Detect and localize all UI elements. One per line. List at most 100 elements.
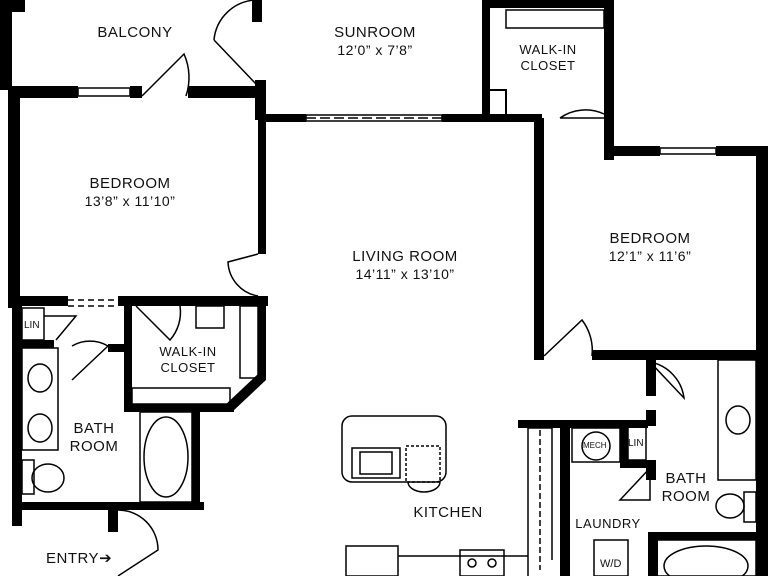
wall: [482, 0, 490, 122]
kitchen-island: [341, 415, 447, 483]
wall: [646, 460, 656, 480]
wall: [534, 350, 544, 360]
wall: [12, 340, 54, 348]
stove-icon: [459, 549, 505, 576]
wall: [192, 406, 200, 510]
room-name: BALCONY: [97, 24, 173, 41]
wall: [130, 86, 142, 98]
window: [77, 87, 131, 97]
label-entry: ENTRY➔: [46, 550, 122, 568]
wall: [0, 0, 12, 90]
entry-door-swing: [117, 509, 159, 576]
wall: [108, 344, 130, 352]
bathtub: [139, 411, 193, 503]
shelf: [485, 89, 507, 117]
room-name: BATH: [665, 470, 707, 487]
wall: [604, 146, 660, 156]
wall: [8, 296, 68, 306]
vanity: [21, 347, 59, 451]
room-dims: 13’8” x 11’10”: [84, 193, 176, 209]
wall: [620, 424, 628, 468]
room-name: CLOSET: [160, 359, 216, 375]
toilet-icon: [715, 493, 745, 519]
wall: [592, 350, 762, 360]
linen-closet: [21, 307, 45, 341]
wall: [646, 356, 656, 396]
room-name: BATH: [73, 420, 115, 437]
fixtures: [21, 0, 757, 576]
wall: [8, 90, 20, 308]
wall: [108, 508, 118, 532]
room-name: SUNROOM: [334, 24, 416, 41]
room-name: BEDROOM: [89, 175, 171, 192]
wall: [716, 146, 768, 156]
room-name: CLOSET: [520, 57, 576, 73]
room-label-walkin-closet-mid: WALK-IN CLOSET: [146, 344, 230, 375]
wall: [648, 532, 658, 576]
sink-icon: [351, 447, 401, 479]
sink-icon: [27, 413, 53, 443]
water-heater-icon: [581, 431, 611, 461]
wall: [756, 146, 768, 576]
room-label-sunroom: SUNROOM 12’0” x 7’8”: [310, 24, 440, 59]
room-name: LIVING ROOM: [352, 248, 458, 265]
door-swing: [618, 466, 651, 501]
wall: [0, 0, 25, 12]
wall: [188, 86, 266, 98]
room-label-bath-left: BATH ROOM: [62, 420, 126, 456]
wall: [258, 116, 266, 254]
room-name: ROOM: [69, 438, 119, 455]
room-name: BEDROOM: [609, 230, 691, 247]
wall: [12, 502, 204, 510]
label-lin-right: LIN: [628, 438, 644, 449]
closet-shelf: [505, 9, 605, 29]
wall: [224, 374, 266, 412]
label-lin-left: LIN: [24, 320, 40, 331]
sink-basin: [359, 451, 393, 475]
room-name: WALK-IN: [159, 344, 217, 359]
room-dims: 12’0” x 7’8”: [337, 42, 413, 58]
wall: [12, 306, 22, 526]
door-swing: [649, 361, 686, 401]
dishwasher: [405, 445, 441, 483]
door-swing: [559, 109, 605, 119]
door-swing: [135, 305, 182, 342]
room-name: KITCHEN: [413, 504, 483, 521]
bathtub: [655, 539, 757, 576]
toilet-icon: [31, 463, 65, 493]
label-mech: MECH: [583, 441, 607, 450]
room-label-bedroom-right: BEDROOM 12’1” x 11’6”: [580, 230, 720, 265]
wall: [560, 420, 570, 576]
room-label-kitchen: KITCHEN: [400, 504, 496, 522]
room-name: LAUNDRY: [575, 516, 641, 531]
door-swing: [213, 0, 257, 85]
wall: [518, 420, 648, 428]
room-dims: 14’11” x 13’10”: [355, 266, 455, 282]
closet-shelf: [195, 305, 225, 329]
burner: [487, 558, 497, 568]
room-label-bath-right: BATH ROOM: [656, 470, 716, 506]
entry-text: ENTRY➔: [46, 550, 113, 567]
room-label-walkin-closet-top: WALK-IN CLOSET: [506, 42, 590, 73]
washer-dryer: [593, 539, 629, 576]
wall: [604, 0, 614, 160]
wall: [262, 114, 306, 122]
wall: [534, 118, 544, 358]
sliding-door-frame: [305, 114, 443, 122]
sink-icon: [725, 405, 751, 435]
closet-shelf: [239, 305, 259, 379]
room-name: WALK-IN: [519, 42, 577, 57]
room-label-balcony: BALCONY: [80, 24, 190, 42]
wall: [646, 410, 656, 426]
door-swing: [44, 315, 78, 341]
vanity: [717, 359, 757, 481]
wall: [258, 300, 266, 380]
closet-shelf: [131, 387, 231, 405]
room-label-bedroom-left: BEDROOM 13’8” x 11’10”: [60, 175, 200, 210]
counter: [527, 427, 553, 576]
door-swing: [141, 52, 190, 97]
wall: [482, 0, 612, 8]
wall: [620, 460, 650, 468]
